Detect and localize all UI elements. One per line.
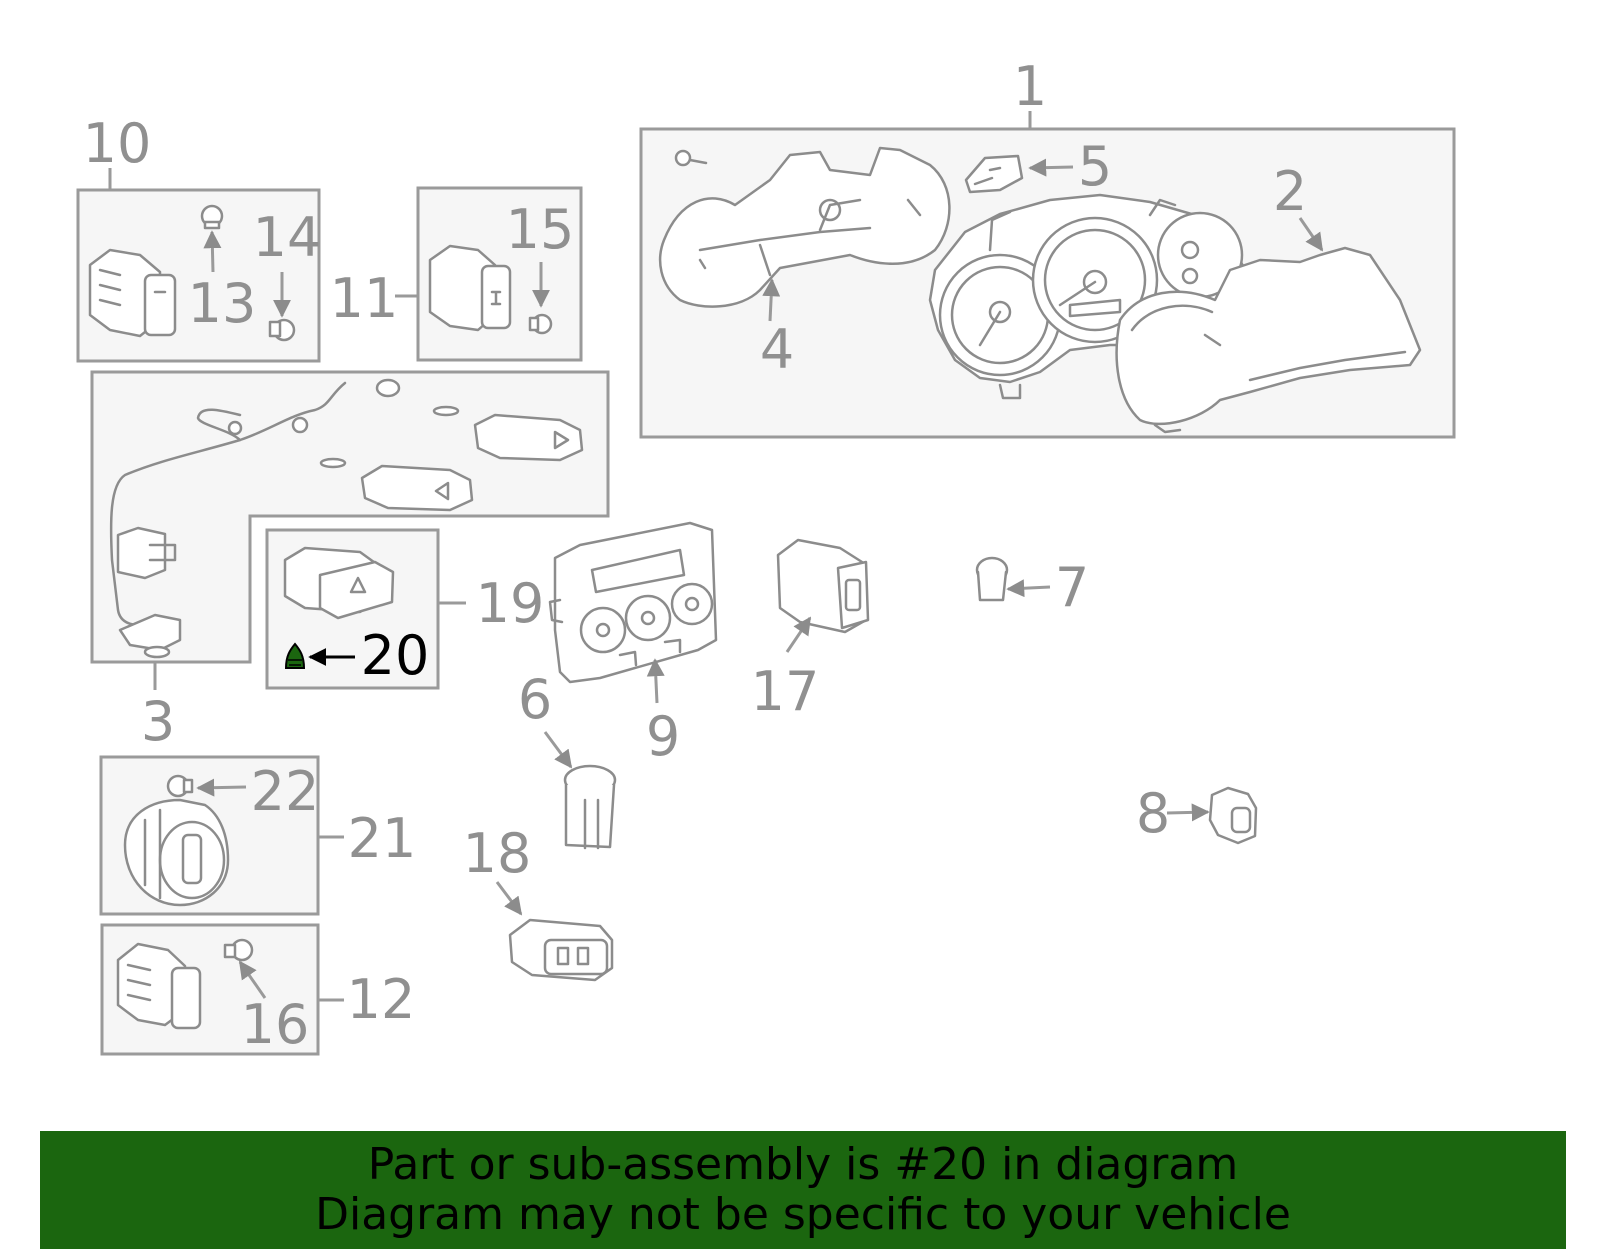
keyfob-lower[interactable] — [319, 457, 474, 512]
cluster-bracket-5[interactable] — [964, 154, 1024, 194]
callout-13: 13 — [188, 272, 257, 335]
keyfob-upper[interactable] — [432, 405, 584, 462]
callout-3: 3 — [141, 690, 175, 753]
callout-2: 2 — [1273, 160, 1307, 223]
bulb-14-icon — [268, 318, 296, 342]
connector-8[interactable] — [1208, 786, 1258, 845]
callout-21: 21 — [348, 807, 417, 870]
wiring-harness[interactable] — [109, 378, 401, 659]
bulb-15-icon — [528, 313, 553, 335]
banner-line-disclaimer: Diagram may not be specific to your vehi… — [315, 1189, 1291, 1240]
callout-18: 18 — [463, 822, 532, 885]
callout-20: 20 — [361, 624, 430, 687]
callout-7: 7 — [1055, 556, 1089, 619]
callout-6: 6 — [518, 668, 552, 731]
bulb-22-icon — [166, 774, 194, 798]
rotary-knob-21[interactable] — [123, 798, 230, 907]
knob-6[interactable] — [563, 764, 617, 850]
callout-22: 22 — [251, 760, 320, 823]
callout-17: 17 — [751, 660, 820, 723]
cluster-back-housing[interactable] — [658, 146, 951, 308]
banner-line-part: Part or sub-assembly is #20 in diagram — [367, 1139, 1239, 1190]
callout-12: 12 — [347, 968, 416, 1031]
callout-14: 14 — [253, 206, 322, 269]
callout-4: 4 — [760, 318, 794, 381]
bulb-13-icon — [200, 204, 224, 230]
cluster-lens-2[interactable] — [1115, 246, 1422, 434]
callout-11: 11 — [330, 267, 399, 330]
hazard-switch-19[interactable] — [283, 546, 395, 620]
switch-10[interactable] — [88, 248, 177, 338]
climate-control-panel[interactable] — [548, 521, 718, 684]
switch-17[interactable] — [776, 538, 870, 634]
bulb-20-icon[interactable] — [284, 642, 306, 669]
info-banner: Part or sub-assembly is #20 in diagram D… — [40, 1131, 1566, 1249]
callout-19: 19 — [476, 572, 545, 635]
switch-18[interactable] — [508, 918, 614, 982]
callout-10: 10 — [83, 112, 152, 175]
callout-9: 9 — [646, 705, 680, 768]
callout-1: 1 — [1013, 55, 1047, 118]
bulb-16-icon — [223, 938, 254, 962]
switch-11[interactable] — [428, 244, 512, 332]
screw-icon — [674, 149, 708, 167]
callout-16: 16 — [241, 993, 310, 1056]
callout-15: 15 — [506, 198, 575, 261]
bulb-7-icon[interactable] — [975, 556, 1009, 602]
callout-8: 8 — [1136, 782, 1170, 845]
switch-12[interactable] — [116, 942, 202, 1030]
callout-5: 5 — [1078, 135, 1112, 198]
